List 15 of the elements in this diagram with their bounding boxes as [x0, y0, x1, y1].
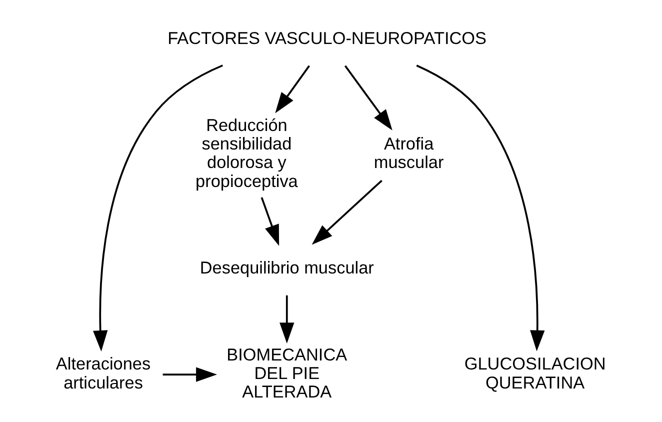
- arrow: [162, 367, 217, 382]
- node-text: FACTORES VASCULO-NEUROPATICOS: [168, 28, 487, 48]
- arrow: [344, 65, 392, 130]
- node-text: Atrofia muscular: [374, 133, 444, 172]
- arrow: [280, 295, 294, 344]
- node-text: BIOMECANICA DEL PIE ALTERADA: [226, 344, 348, 402]
- node-text: Desequilibrio muscular: [200, 258, 374, 278]
- arrow: [275, 65, 310, 114]
- arrow: [93, 64, 223, 352]
- arrow: [260, 197, 280, 246]
- arrow: [312, 180, 382, 245]
- node-text: Alteraciones articulares: [56, 354, 151, 392]
- arrow: [416, 64, 545, 352]
- node-text: Reducción sensibilidad dolorosa y propioceptiva: [196, 114, 298, 191]
- node-text: GLUCOSILACION QUERATINA: [464, 354, 606, 392]
